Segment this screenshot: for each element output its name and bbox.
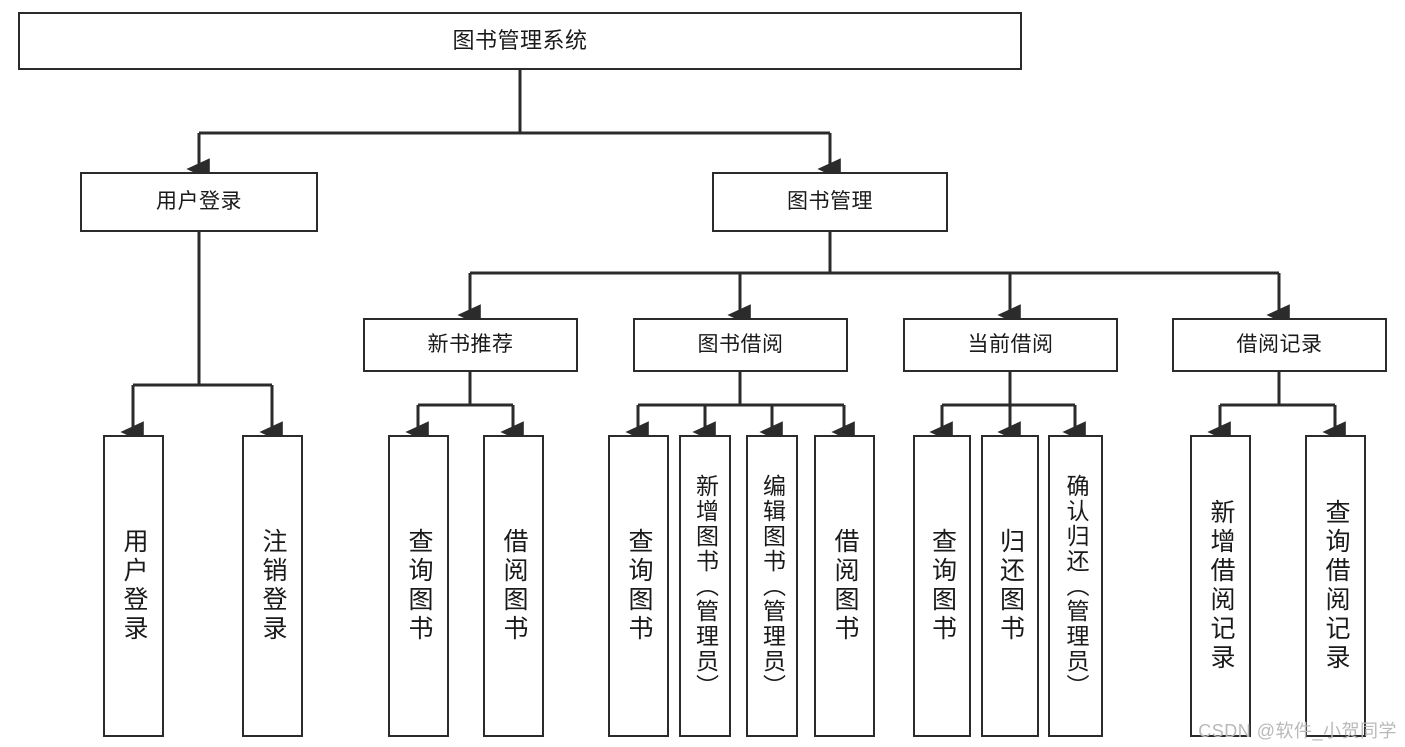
node-user-login[interactable]: 用户登录 [80, 172, 318, 232]
node-label: 新增借阅记录 [1207, 499, 1235, 673]
node-label: 当前借阅 [967, 333, 1054, 357]
node-label: 确认归还（管理员） [1063, 473, 1089, 699]
node-current-borrow[interactable]: 当前借阅 [903, 318, 1118, 372]
node-label: 用户登录 [156, 190, 242, 214]
node-leaf-add-record[interactable]: 新增借阅记录 [1190, 435, 1251, 737]
node-label: 查询借阅记录 [1322, 499, 1350, 673]
node-new-book-recommend[interactable]: 新书推荐 [363, 318, 578, 372]
node-leaf-query-book-1[interactable]: 查询图书 [388, 435, 449, 737]
node-leaf-confirm-return[interactable]: 确认归还（管理员） [1048, 435, 1103, 737]
node-leaf-edit-book[interactable]: 编辑图书（管理员） [746, 435, 798, 737]
csdn-watermark: CSDN @软件_小贺同学 [1198, 721, 1397, 741]
node-book-borrow[interactable]: 图书借阅 [633, 318, 848, 372]
node-label: 查询图书 [625, 528, 653, 644]
node-leaf-return-book[interactable]: 归还图书 [981, 435, 1039, 737]
node-leaf-borrow-book-1[interactable]: 借阅图书 [483, 435, 544, 737]
node-borrow-record[interactable]: 借阅记录 [1172, 318, 1387, 372]
node-label: 归还图书 [996, 528, 1025, 644]
node-leaf-logout-login[interactable]: 注销登录 [242, 435, 303, 737]
node-label: 编辑图书（管理员） [759, 473, 786, 699]
node-label: 新增图书（管理员） [692, 473, 719, 699]
node-leaf-query-record[interactable]: 查询借阅记录 [1305, 435, 1366, 737]
node-label: 图书管理 [787, 190, 873, 214]
node-book-manage[interactable]: 图书管理 [712, 172, 948, 232]
node-label: 图书管理系统 [452, 27, 588, 53]
node-label: 图书借阅 [697, 333, 784, 357]
node-leaf-borrow-book-2[interactable]: 借阅图书 [814, 435, 875, 737]
node-leaf-user-login[interactable]: 用户登录 [103, 435, 164, 737]
node-label: 用户登录 [120, 528, 148, 644]
node-leaf-query-book-2[interactable]: 查询图书 [608, 435, 669, 737]
node-label: 注销登录 [259, 528, 287, 644]
node-label: 借阅图书 [831, 528, 859, 644]
node-label: 新书推荐 [427, 333, 514, 357]
node-leaf-query-book-3[interactable]: 查询图书 [913, 435, 971, 737]
node-label: 查询图书 [405, 528, 433, 644]
node-label: 查询图书 [928, 528, 957, 644]
connector-lines [120, 70, 1346, 443]
node-leaf-add-book[interactable]: 新增图书（管理员） [679, 435, 731, 737]
node-label: 借阅图书 [500, 528, 528, 644]
node-label: 借阅记录 [1236, 333, 1323, 357]
node-root[interactable]: 图书管理系统 [18, 12, 1022, 70]
